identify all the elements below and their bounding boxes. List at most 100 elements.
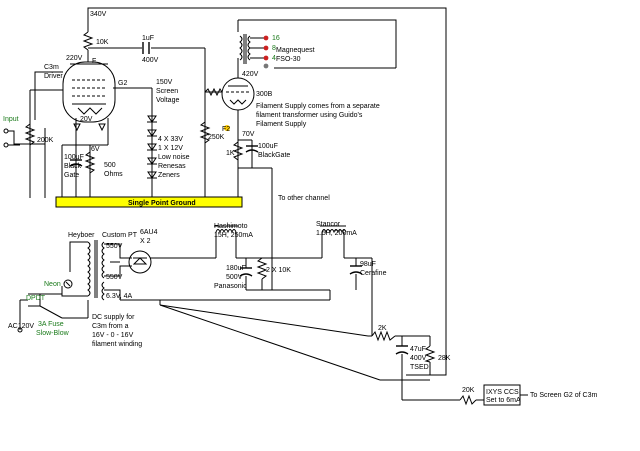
label-black: Black <box>64 163 82 170</box>
resistor-500-ohm <box>84 151 96 174</box>
label-dc-1: DC supply for <box>92 314 135 321</box>
label-550v-a: 550V <box>106 243 123 250</box>
label-100uf-300b: 100uF <box>258 143 278 150</box>
label-dc-3: 16V - 0 - 16V <box>92 332 134 339</box>
label-gate: Gate <box>64 172 79 179</box>
label-1x12v: 1 X 12V <box>158 145 183 152</box>
label-sec-8: 8 <box>272 45 276 52</box>
resistor-1k-cathode <box>232 141 244 161</box>
f2-marker <box>224 125 230 131</box>
resistor-2x10k <box>256 257 268 290</box>
label-98uf: 98uF <box>360 261 376 268</box>
label-f2: F2 <box>222 126 230 133</box>
zener-stack <box>147 115 157 179</box>
tube-c3m-driver <box>62 61 116 123</box>
label-sec-4: 4 <box>272 55 276 62</box>
label-6au4: 6AU4 <box>140 229 158 236</box>
mains-input <box>17 241 89 333</box>
label-300b: 300B <box>256 91 273 98</box>
label-to-screen: To Screen G2 of C3m <box>530 392 597 399</box>
label-ac120v: AC120V <box>8 323 34 330</box>
label-250k: 250K <box>208 134 225 141</box>
label-2x10k: 2 X 10K <box>266 267 291 274</box>
label-screen: Screen <box>156 88 178 95</box>
label-driver: Driver <box>44 73 63 80</box>
label-blackgate: BlackGate <box>258 152 290 159</box>
output-transformer <box>239 34 264 64</box>
label-x2: X 2 <box>140 238 151 245</box>
terminal-0 <box>263 63 269 69</box>
label-340v: 340V <box>90 11 107 18</box>
choke-hashimoto <box>214 225 238 234</box>
power-transformer <box>87 240 132 301</box>
label-low-noise: Low noise <box>158 154 190 161</box>
label-magnequest: Magnequest <box>276 47 315 54</box>
resistor-28k <box>424 345 436 363</box>
label-ixys-ccs: IXYS CCS <box>486 389 519 396</box>
label-10k: 10K <box>96 39 109 46</box>
main-wiring <box>8 7 447 376</box>
label-set-6ma: Set to 6mA <box>486 397 521 404</box>
label-neon: Neon <box>44 281 61 288</box>
label-dc-4: filament winding <box>92 341 142 348</box>
label-15h: 15H, 250mA <box>214 232 253 239</box>
label-slow-blow: Slow-Blow <box>36 330 70 337</box>
label-500: 500 <box>104 162 116 169</box>
label-c3m: C3m <box>44 64 59 71</box>
label-single-point-ground: Single Point Ground <box>128 200 196 207</box>
label-200k: 200K <box>37 137 54 144</box>
label-1k: 1K <box>226 150 235 157</box>
capacitor-100uf-300b <box>245 145 259 153</box>
label-renesas: Renesas <box>158 163 186 170</box>
label-220v: 220V <box>66 55 83 62</box>
single-point-ground-bus <box>55 196 243 208</box>
label-cerafine: Cerafine <box>360 270 387 277</box>
terminal-16 <box>263 35 269 41</box>
label-500v: 500V <box>226 274 243 281</box>
label-1uf: 1uF <box>142 35 154 42</box>
label-stancor: Stancor <box>316 221 341 228</box>
rectifier-6au4 <box>128 250 152 274</box>
choke-stancor <box>320 225 347 234</box>
label-f: F <box>92 58 96 65</box>
label-hashimoto: Hashimoto <box>214 223 248 230</box>
label-ohms: Ohms <box>104 171 123 178</box>
label-6-3v: 6.3V, 4A <box>106 293 133 300</box>
label-420v: 420V <box>242 71 259 78</box>
label-heyboer: Heyboer <box>68 232 95 239</box>
power-supply-wiring <box>120 200 528 401</box>
label-sec-16: 16 <box>272 35 280 42</box>
label-zeners: Zeners <box>158 172 180 179</box>
label-input: Input <box>3 116 19 123</box>
resistor-grid-stopper <box>204 87 223 97</box>
capacitor-98uf <box>349 265 363 275</box>
label-47uf: 47uF <box>410 346 426 353</box>
label-fuse: 3A Fuse <box>38 321 64 328</box>
label-6v: 6V <box>91 146 100 153</box>
label-20k: 20K <box>462 387 475 394</box>
label-fil-2: filament transformer using Guido's <box>256 112 363 119</box>
ixys-ccs-box <box>483 384 521 406</box>
label-550v-b: 550V <box>106 274 123 281</box>
label-fso30: FSO-30 <box>276 56 301 63</box>
label-400v: 400V <box>142 57 159 64</box>
label-400v-b: 400V <box>410 355 427 362</box>
capacitor-180uf <box>239 267 253 277</box>
label-2k: 2K <box>378 325 387 332</box>
label-100uf: 100uF <box>64 154 84 161</box>
capacitor-47uf <box>395 345 409 355</box>
resistor-10k <box>82 31 94 51</box>
resistor-250k <box>199 121 211 144</box>
label-dpdt: DPDT <box>26 295 46 302</box>
label-4x33v: 4 X 33V <box>158 136 183 143</box>
label-28k: 28K <box>438 355 451 362</box>
label-panasonic: Panasonic <box>214 283 247 290</box>
label-to-other-channel: To other channel <box>278 195 330 202</box>
label-g2: G2 <box>118 80 127 87</box>
label-fil-1: Filament Supply comes from a separate <box>256 103 380 110</box>
resistor-2k <box>371 330 396 342</box>
label-150v: 150V <box>156 79 173 86</box>
label-1-5h: 1.5H, 200mA <box>316 230 357 237</box>
tube-300b <box>221 77 255 111</box>
